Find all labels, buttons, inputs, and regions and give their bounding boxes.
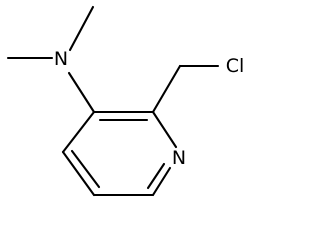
amine-nitrogen-label: N bbox=[54, 48, 68, 70]
structure-diagram: N Cl N bbox=[6, 5, 245, 197]
bond-c5-c4 bbox=[61, 150, 96, 197]
bond-n1-c6-inner bbox=[146, 162, 166, 190]
bond-c5-c4-inner bbox=[70, 149, 101, 189]
bond-n1-c6 bbox=[151, 166, 172, 197]
ring-nitrogen-label: N bbox=[172, 147, 186, 169]
bond-amine-n-c3 bbox=[67, 71, 96, 114]
bond-c2-n1 bbox=[151, 110, 178, 149]
bond-c4-c3 bbox=[61, 110, 96, 154]
chlorine-label: Cl bbox=[226, 55, 245, 77]
bond-c2-ch2 bbox=[151, 64, 182, 114]
bond-methyl-upper bbox=[68, 5, 95, 52]
